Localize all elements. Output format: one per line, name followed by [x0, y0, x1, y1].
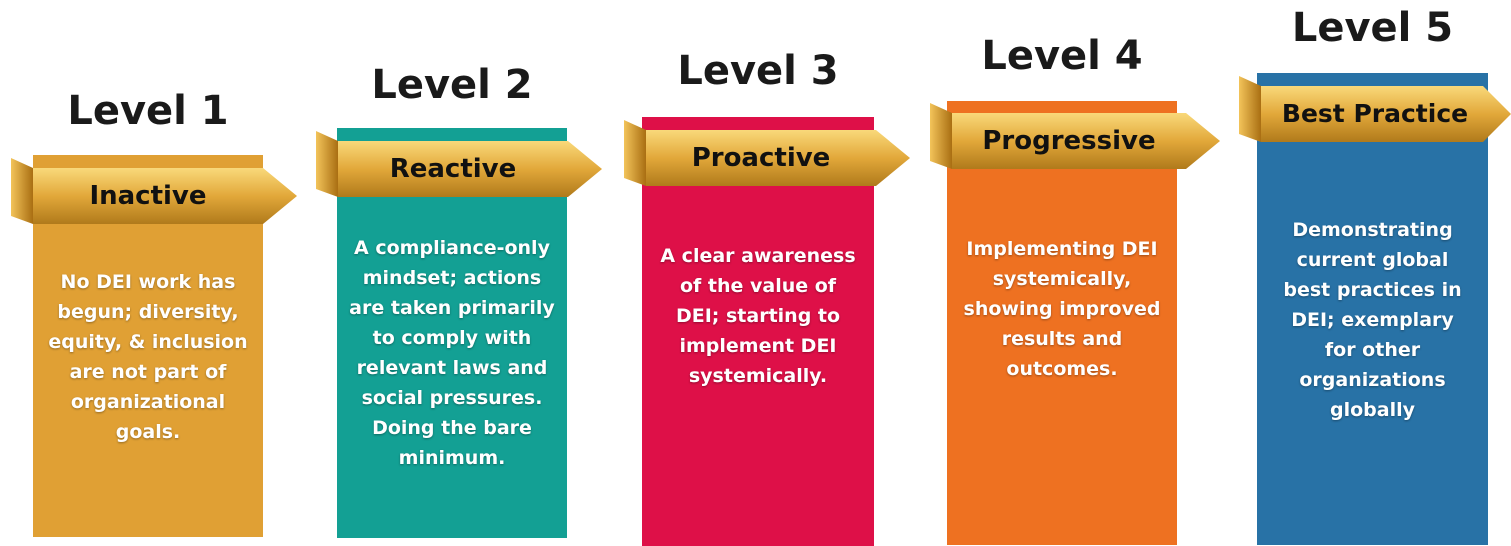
level-2-title: Level 2: [371, 62, 533, 108]
level-1-description: No DEI work has begun; diversity, equity…: [48, 271, 248, 443]
level-1-title: Level 1: [67, 88, 229, 134]
ribbon-banner-shape: [316, 131, 602, 197]
level-4-panel: Implementing DEI systemically, showing i…: [947, 101, 1177, 545]
level-2-label: Reactive: [389, 154, 517, 184]
level-3-description: A clear awareness of the value of DEI; s…: [660, 245, 856, 387]
level-3-title: Level 3: [677, 48, 839, 94]
level-2-ribbon: Reactive: [316, 131, 602, 203]
level-5-title: Level 5: [1291, 5, 1454, 51]
level-5-panel: Demonstrating current global best practi…: [1257, 73, 1488, 545]
ribbon-banner-shape: [624, 120, 910, 186]
level-4-title: Level 4: [981, 33, 1143, 79]
level-4-label: Progressive: [982, 126, 1156, 156]
ribbon-banner-shape: [930, 103, 1220, 169]
level-4-description: Implementing DEI systemically, showing i…: [963, 238, 1161, 380]
level-5-label: Best Practice: [1281, 99, 1469, 128]
level-4-ribbon: Progressive: [930, 103, 1220, 175]
level-3-label: Proactive: [691, 143, 831, 173]
level-2-description: A compliance-only mindset; actions are t…: [349, 237, 555, 469]
level-5-ribbon: Best Practice: [1239, 76, 1511, 148]
ribbon-banner-shape: [1239, 76, 1511, 142]
level-5-description: Demonstrating current global best practi…: [1283, 219, 1462, 421]
level-3-panel: A clear awareness of the value of DEI; s…: [642, 117, 874, 546]
level-1-label: Inactive: [89, 181, 207, 211]
level-3-ribbon: Proactive: [624, 120, 910, 192]
ribbon-banner-shape: [11, 158, 297, 224]
level-1-ribbon: Inactive: [11, 158, 297, 230]
